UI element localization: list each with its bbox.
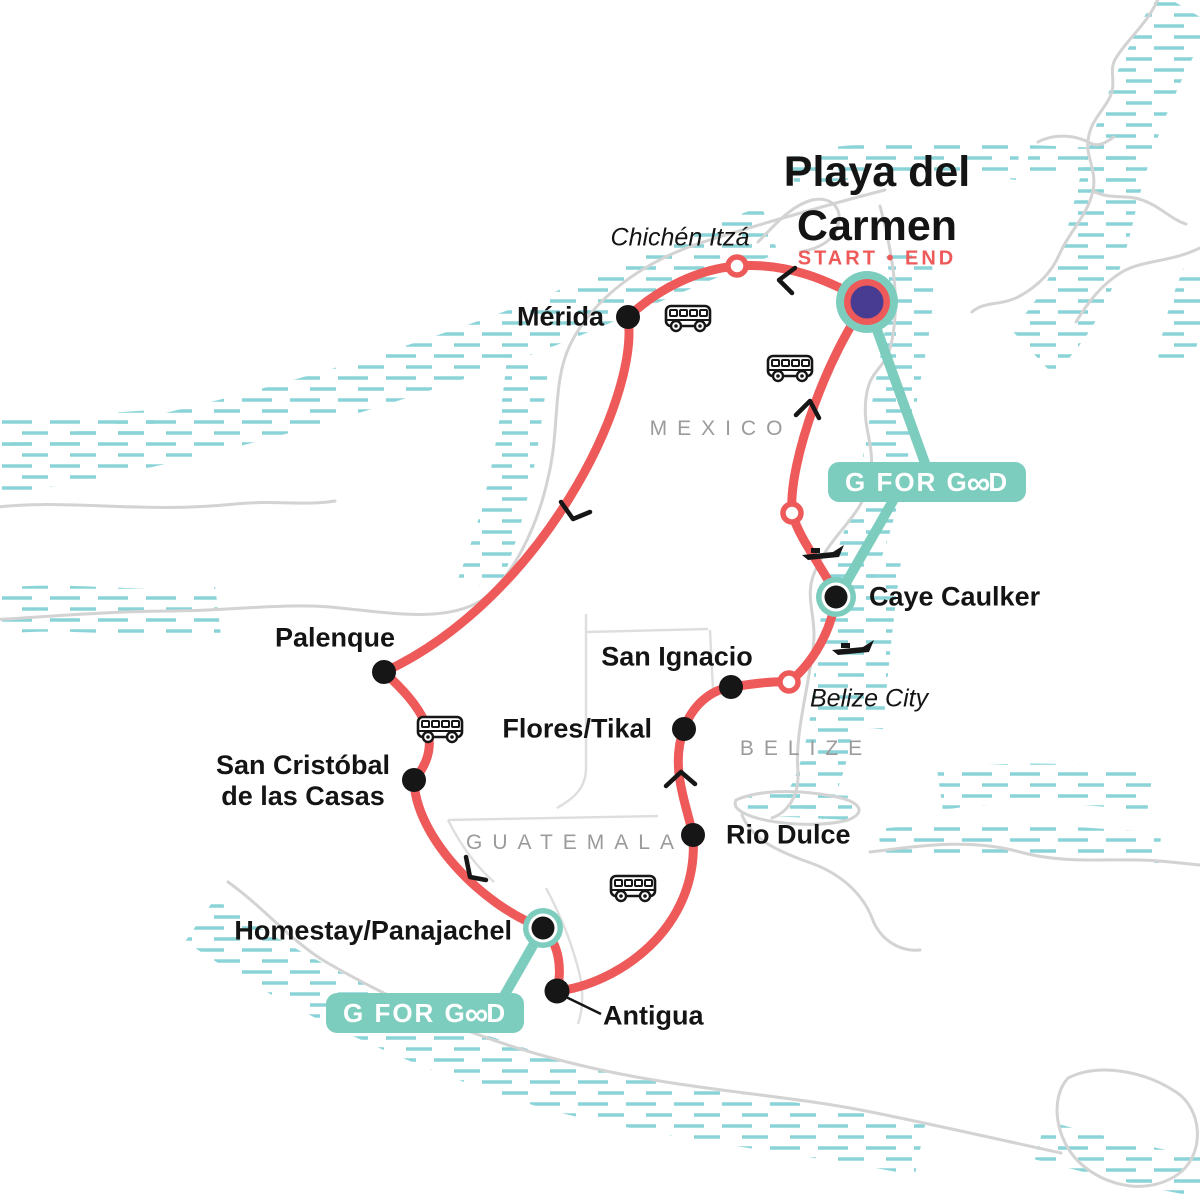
arrow-to-panajachel xyxy=(463,854,489,883)
bus-icon xyxy=(609,874,657,903)
waypoint-belize-city xyxy=(777,670,801,694)
stop-label-chichen-itza: Chichén Itzá xyxy=(610,223,750,252)
start-end-marker xyxy=(836,271,898,333)
stop-label-antigua: Antigua xyxy=(603,1000,704,1031)
stop-label-san-cristobal-line2: de las Casas xyxy=(221,781,385,811)
arrow-to-palenque xyxy=(558,499,593,522)
stop-dot-homestay-panajachel xyxy=(523,908,563,948)
destination-title: Playa del Carmen xyxy=(784,145,970,253)
stop-dot-san-cristobal xyxy=(402,768,426,792)
boat-icon xyxy=(802,545,844,560)
stop-dot-flores-tikal xyxy=(672,717,696,741)
direction-arrows xyxy=(463,265,822,883)
g-for-good-badge-text-end: D xyxy=(988,466,1010,497)
arrow-to-chichen xyxy=(776,265,798,296)
g-for-good-badge: G FOR G∞D xyxy=(326,993,525,1033)
infinity-glyph: ∞ xyxy=(966,464,991,501)
arrow-to-flores xyxy=(663,769,698,789)
bus-icon xyxy=(766,354,814,383)
start-end-label: START • END xyxy=(797,247,957,270)
country-label-mexico: MEXICO xyxy=(649,417,793,440)
g-for-good-badge-text: G FOR G xyxy=(845,466,969,497)
stop-label-rio-dulce: Rio Dulce xyxy=(726,819,851,850)
g-for-good-badge-text: G FOR G xyxy=(343,997,467,1028)
stop-dot-rio-dulce xyxy=(681,823,705,847)
bus-icon xyxy=(416,715,464,744)
stop-dot-san-ignacio xyxy=(719,675,743,699)
stop-dot-palenque xyxy=(372,660,396,684)
destination-title-line2: Carmen xyxy=(796,202,958,250)
bus-icon xyxy=(664,304,712,333)
stop-markers xyxy=(372,254,898,1004)
country-label-guatemala: GUATEMALA xyxy=(466,831,684,854)
destination-title-line1: Playa del xyxy=(783,148,971,196)
stop-dot-antigua xyxy=(544,978,570,1004)
transport-icons xyxy=(416,304,874,903)
country-label-belize: BELIZE xyxy=(739,737,873,760)
antigua-leader-line xyxy=(565,995,602,1016)
arrow-to-playa xyxy=(793,398,822,421)
stop-label-palenque: Palenque xyxy=(274,622,396,653)
waypoint-chichen-itza xyxy=(725,254,749,278)
stop-label-san-cristobal-line1: San Cristóbal xyxy=(215,750,391,780)
stop-dot-merida xyxy=(616,305,640,329)
stop-label-belize-city: Belize City xyxy=(810,684,929,713)
country-borders xyxy=(446,614,715,1025)
stop-label-san-cristobal: San Cristóbal de las Casas xyxy=(216,750,390,812)
g-for-good-badge-text-end: D xyxy=(486,997,508,1028)
g-for-good-badge: G FOR G∞D xyxy=(828,462,1027,502)
stop-label-merida: Mérida xyxy=(516,301,604,332)
stop-label-homestay-panajachel: Homestay/Panajachel xyxy=(234,915,512,946)
stop-label-san-ignacio: San Ignacio xyxy=(601,641,753,672)
infinity-glyph: ∞ xyxy=(464,995,489,1032)
stop-dot-caye-caulker xyxy=(816,577,856,617)
stop-label-caye-caulker: Caye Caulker xyxy=(869,581,1041,612)
waypoint-coast xyxy=(780,501,804,525)
boat-icon xyxy=(832,640,874,655)
stop-label-flores-tikal: Flores/Tikal xyxy=(502,713,652,744)
